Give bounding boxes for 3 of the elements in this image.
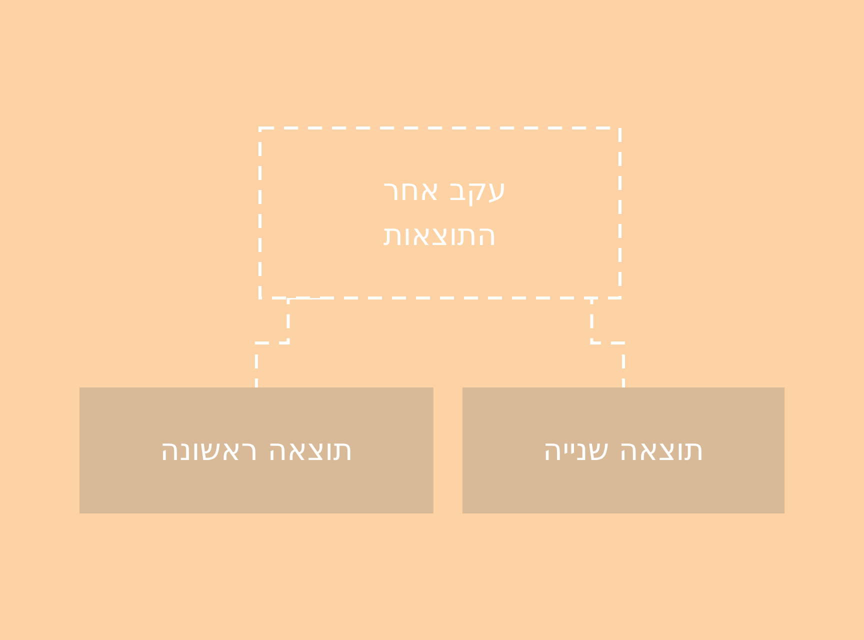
node-box: עקב אחר התוצאות [258,126,622,299]
node-box: תוצאה שנייה [462,387,785,513]
node-box: תוצאה ראשונה [79,387,434,513]
